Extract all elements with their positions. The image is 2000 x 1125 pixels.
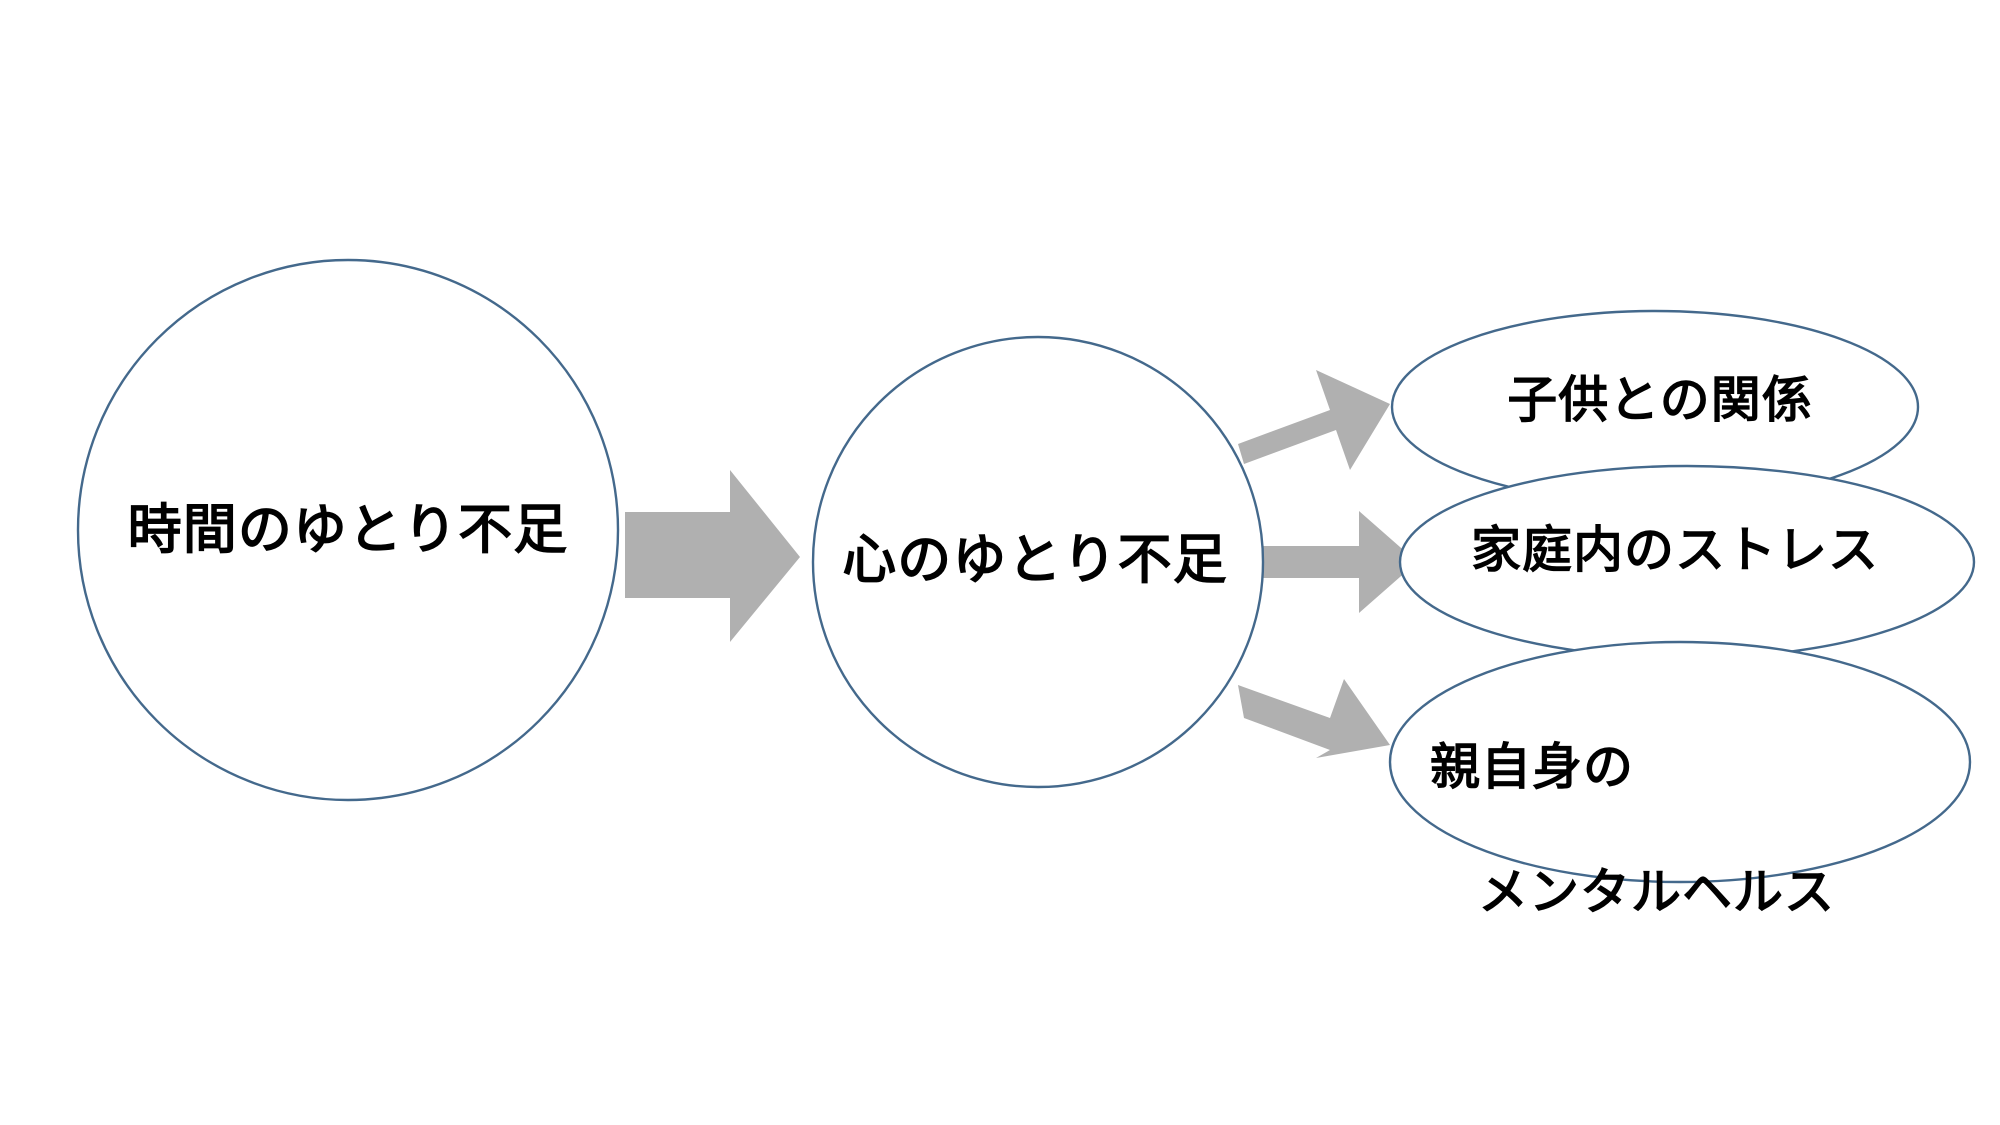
node-parent-mental-health-shape[interactable] [1388, 640, 1972, 884]
arrow-mind-to-family [1261, 511, 1417, 613]
node-mind-shortage-shape[interactable] [811, 335, 1265, 789]
node-family-stress-shape[interactable] [1398, 464, 1976, 660]
node-time-shortage-shape[interactable] [76, 258, 620, 802]
arrow-mind-to-mental [1238, 679, 1390, 758]
arrow-mind-to-child [1238, 370, 1390, 470]
arrow-time-to-mind [625, 470, 800, 642]
